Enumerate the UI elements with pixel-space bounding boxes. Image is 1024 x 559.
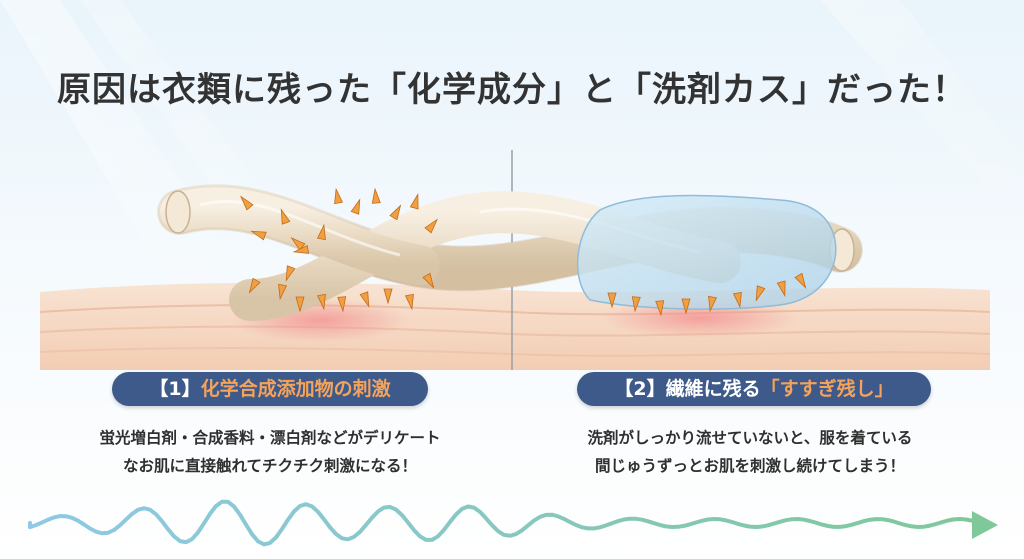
spike-icon xyxy=(350,198,361,215)
spike-icon xyxy=(732,291,742,309)
spike-icon xyxy=(337,296,347,313)
description-line: 洗剤がしっかり流せていないと、服を着ている xyxy=(587,429,913,447)
spike-icon xyxy=(755,285,766,302)
spike-icon xyxy=(383,288,393,305)
spike-icon xyxy=(681,298,691,315)
arrow-head-icon xyxy=(972,511,998,539)
wave-arrow xyxy=(28,499,998,547)
description-rinse-residue: 洗剤がしっかり流せていないと、服を着ている 間じゅうずっとお肌を刺激し続けてしま… xyxy=(540,424,960,480)
description-chemical-additives: 蛍光増白剤・合成香料・漂白剤などがデリケート なお肌に直接触れてチクチク刺激にな… xyxy=(60,424,480,480)
badge-number: 【1】 xyxy=(149,378,201,400)
spike-icon xyxy=(290,236,306,251)
spike-icon xyxy=(334,187,344,205)
page-title: 原因は衣類に残った「化学成分」と「洗剤カス」だった！ xyxy=(57,70,967,110)
detergent-residue-film xyxy=(577,194,837,310)
badge-label-plain: 繊維に残る xyxy=(665,378,761,400)
badge-number: 【2】 xyxy=(614,378,666,400)
spike-icon xyxy=(607,292,617,309)
spike-icon xyxy=(371,187,381,204)
spike-icon xyxy=(280,208,291,225)
irritant-spikes xyxy=(239,187,807,317)
badge-chemical-additives: 【1】化学合成添加物の刺激 xyxy=(112,372,428,406)
spike-icon xyxy=(776,280,786,298)
spike-icon xyxy=(794,272,807,289)
spike-icon xyxy=(404,293,414,311)
spike-icon xyxy=(295,296,305,313)
spike-icon xyxy=(409,192,419,210)
spike-icon xyxy=(424,218,439,234)
spike-icon xyxy=(250,230,267,241)
spike-icon xyxy=(239,195,254,211)
badge-label-highlight: 「すすぎ残し」 xyxy=(760,378,894,400)
spike-icon xyxy=(359,291,370,308)
spike-icon xyxy=(708,295,718,313)
spike-icon xyxy=(655,300,665,317)
fiber-skin-illustration xyxy=(39,150,991,370)
description-line: 蛍光増白剤・合成香料・漂白剤などがデリケート xyxy=(99,429,441,447)
spike-icon xyxy=(248,277,261,294)
spike-icon xyxy=(316,293,326,311)
spike-icon xyxy=(389,204,402,221)
badge-label: 化学合成添加物の刺激 xyxy=(200,378,391,400)
spike-icon xyxy=(285,265,296,282)
spike-icon xyxy=(292,244,310,254)
spike-icon xyxy=(316,223,326,241)
description-line: なお肌に直接触れてチクチク刺激になる！ xyxy=(122,457,418,475)
description-line: 間じゅうずっとお肌を刺激し続けてしまう！ xyxy=(594,457,905,475)
badge-rinse-residue: 【2】繊維に残る「すすぎ残し」 xyxy=(577,372,931,406)
spike-icon xyxy=(422,272,435,289)
spike-icon xyxy=(278,283,288,301)
spike-icon xyxy=(631,296,641,313)
